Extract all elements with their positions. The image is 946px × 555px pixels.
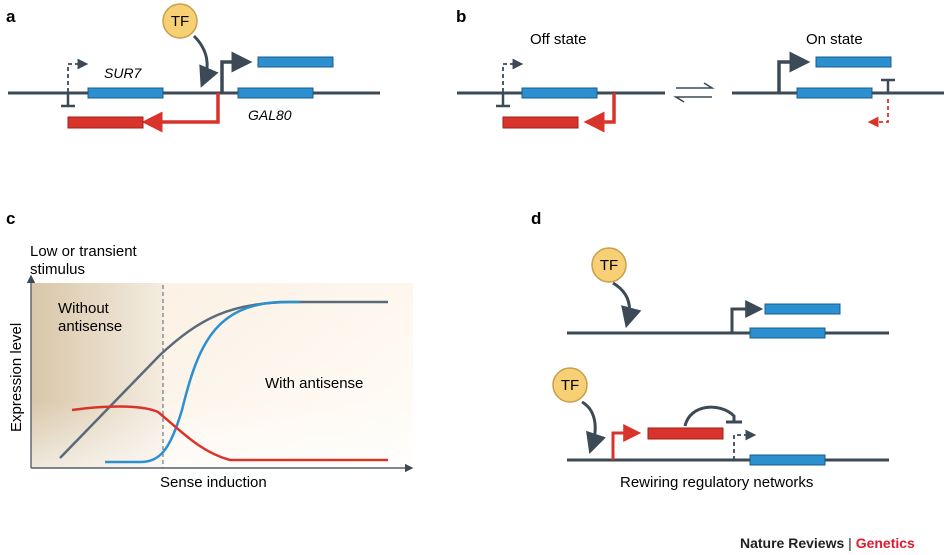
sur7-weak-promoter-arrow xyxy=(67,58,89,92)
weak-promoter-off xyxy=(502,58,524,92)
on-state-label: On state xyxy=(806,31,863,48)
tf-label-d-top: TF xyxy=(600,257,618,274)
weak-antisense-on xyxy=(867,99,889,128)
without-antisense-line1: Without xyxy=(58,300,110,317)
with-antisense-label: With antisense xyxy=(265,375,363,392)
sur7-label: SUR7 xyxy=(104,65,143,81)
equilibrium-back xyxy=(673,96,712,103)
sense-gene-off xyxy=(521,87,598,99)
repression-arc-d xyxy=(683,405,742,427)
weak-promoter-d xyxy=(733,429,757,460)
off-state-label: Off state xyxy=(530,31,586,48)
journal-name: Nature Reviews xyxy=(740,535,844,551)
tf-label-d-bottom: TF xyxy=(561,377,579,394)
panel-b-letter: b xyxy=(456,7,466,26)
antisense-transcript-d xyxy=(647,427,724,440)
rewiring-caption: Rewiring regulatory networks xyxy=(620,474,813,491)
x-axis-label: Sense induction xyxy=(160,474,267,491)
repression-bar xyxy=(61,94,75,108)
stimulus-label-line2: stimulus xyxy=(30,261,85,278)
panel-b: b Off state On state xyxy=(456,7,944,133)
equilibrium-forward xyxy=(676,82,715,89)
sense-gene-on xyxy=(796,87,873,99)
antisense-transcript-off xyxy=(502,116,579,129)
tf-arrow-d-top xyxy=(612,281,642,329)
journal-brand: Nature Reviews | Genetics xyxy=(740,535,915,551)
gal80-promoter-arrow xyxy=(220,51,253,93)
panel-c-letter: c xyxy=(6,209,15,228)
tf-arrow-d-bottom xyxy=(581,400,606,454)
panel-a-letter: a xyxy=(6,7,16,26)
tf-circle-d-top xyxy=(591,247,627,283)
without-antisense-line2: antisense xyxy=(58,318,122,335)
tf-label-a: TF xyxy=(171,13,189,30)
antisense-promoter-off xyxy=(583,93,616,133)
antisense-transcript xyxy=(67,116,144,129)
panel-a: a SUR7 GAL80 TF xyxy=(6,3,380,133)
repression-bar-on xyxy=(881,78,895,93)
journal-section: Genetics xyxy=(856,535,915,551)
with-antisense-sense-curve xyxy=(105,300,300,464)
tf-arrow-a xyxy=(192,34,219,88)
antisense-promoter-arrow xyxy=(141,93,220,133)
transcript-d-top xyxy=(764,303,841,315)
gene-d-top xyxy=(749,327,826,339)
panel-c: c Low or transient stimulus Without anti… xyxy=(6,209,414,491)
strong-promoter-on xyxy=(777,51,811,93)
gene-d-bottom xyxy=(749,454,826,466)
stimulus-label-line1: Low or transient xyxy=(30,243,138,260)
repression-bar-off xyxy=(496,94,510,108)
gal80-transcript xyxy=(257,56,334,68)
panel-d: d TF TF Rewiring regulatory networks xyxy=(531,209,889,491)
tf-circle-d-bottom xyxy=(552,367,588,403)
tf-circle-a xyxy=(162,3,198,39)
gal80-label: GAL80 xyxy=(248,107,292,123)
antisense-promoter-d xyxy=(611,424,642,460)
sur7-gene xyxy=(87,87,164,99)
antisense-curve xyxy=(71,405,388,462)
gal80-gene xyxy=(237,87,314,99)
sense-transcript-on xyxy=(815,56,892,68)
panel-d-letter: d xyxy=(531,209,541,228)
brand-separator: | xyxy=(844,535,855,551)
promoter-d-top xyxy=(730,300,764,333)
y-axis-label: Expression level xyxy=(8,323,25,432)
